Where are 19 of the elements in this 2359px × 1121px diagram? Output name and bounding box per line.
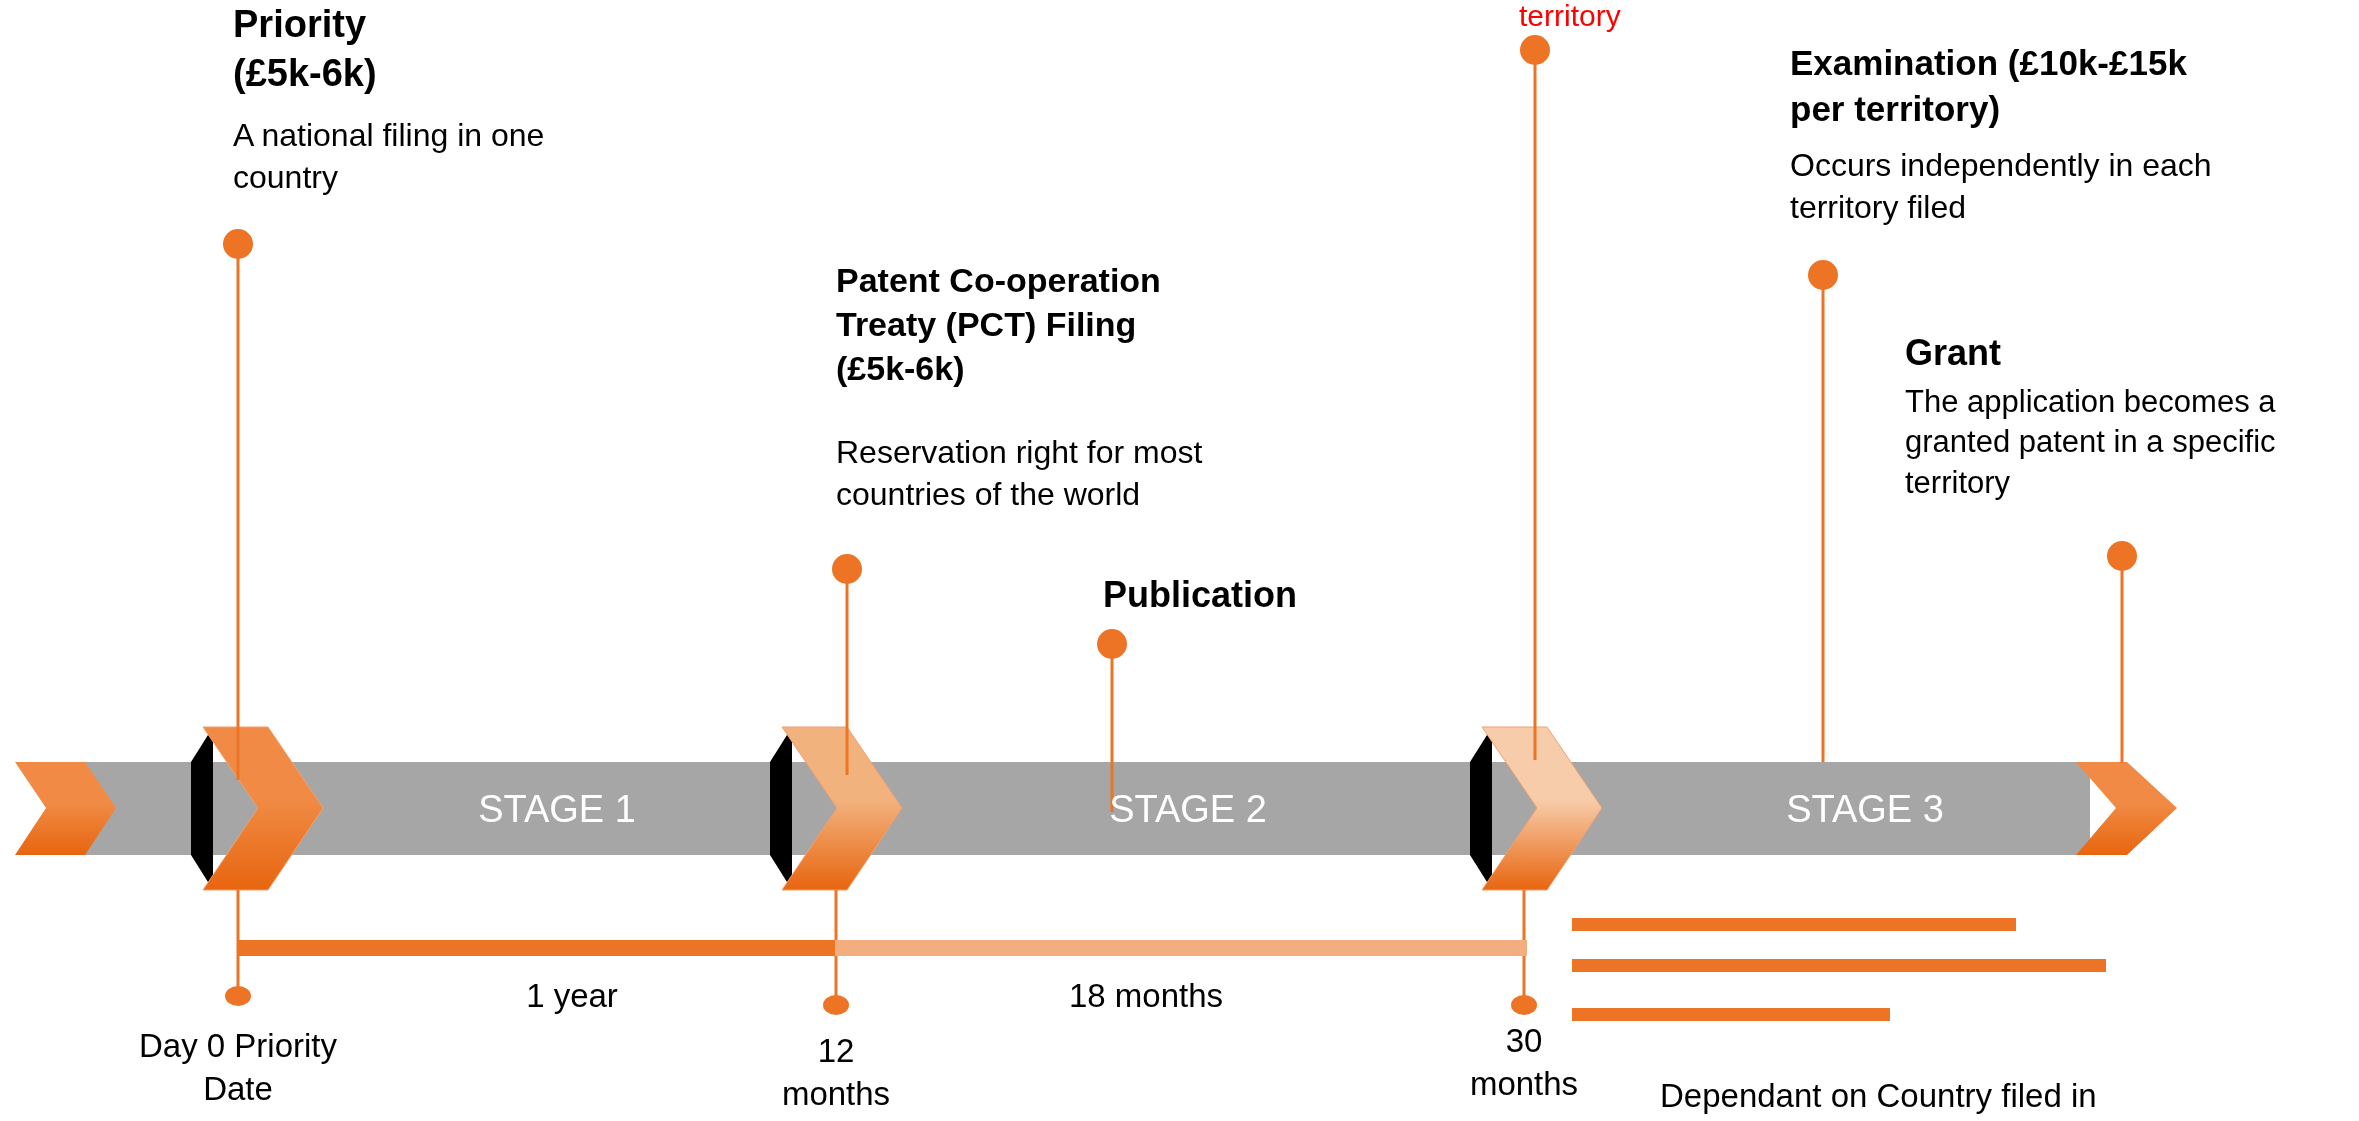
milestone-description: Occurs independently in each territory filed: [1790, 146, 2213, 227]
date-label: 12 months: [780, 1031, 892, 1114]
milestone-description: A national filing in one country: [233, 116, 546, 197]
stage-label: STAGE 2: [1108, 787, 1268, 832]
date-label: 30 months: [1468, 1021, 1580, 1104]
milestone-heading: Priority (£5k-6k): [233, 2, 378, 97]
milestone-heading: Examination (£10k-£15k per territory): [1790, 42, 2188, 130]
stage-label: STAGE 3: [1785, 787, 1945, 832]
milestone-description: The application becomes a granted patent in a specific territory: [1905, 383, 2277, 502]
milestone-heading: Patent Co-operation Treaty (PCT) Filing (£5k-6k): [836, 260, 1162, 390]
date-label: Day 0 Priority Date: [137, 1026, 339, 1109]
stage-label: STAGE 1: [477, 787, 637, 832]
note-text: Dependant on Country filed in: [1660, 1076, 2098, 1116]
duration-label: 1 year: [525, 976, 619, 1016]
duration-label: 18 months: [1067, 976, 1225, 1016]
milestone-description: Reservation right for most countries of the world: [836, 433, 1204, 514]
milestone-heading: Grant: [1905, 331, 2002, 375]
milestone-heading: territory: [1519, 0, 1622, 34]
milestone-heading: Publication: [1103, 573, 1298, 617]
